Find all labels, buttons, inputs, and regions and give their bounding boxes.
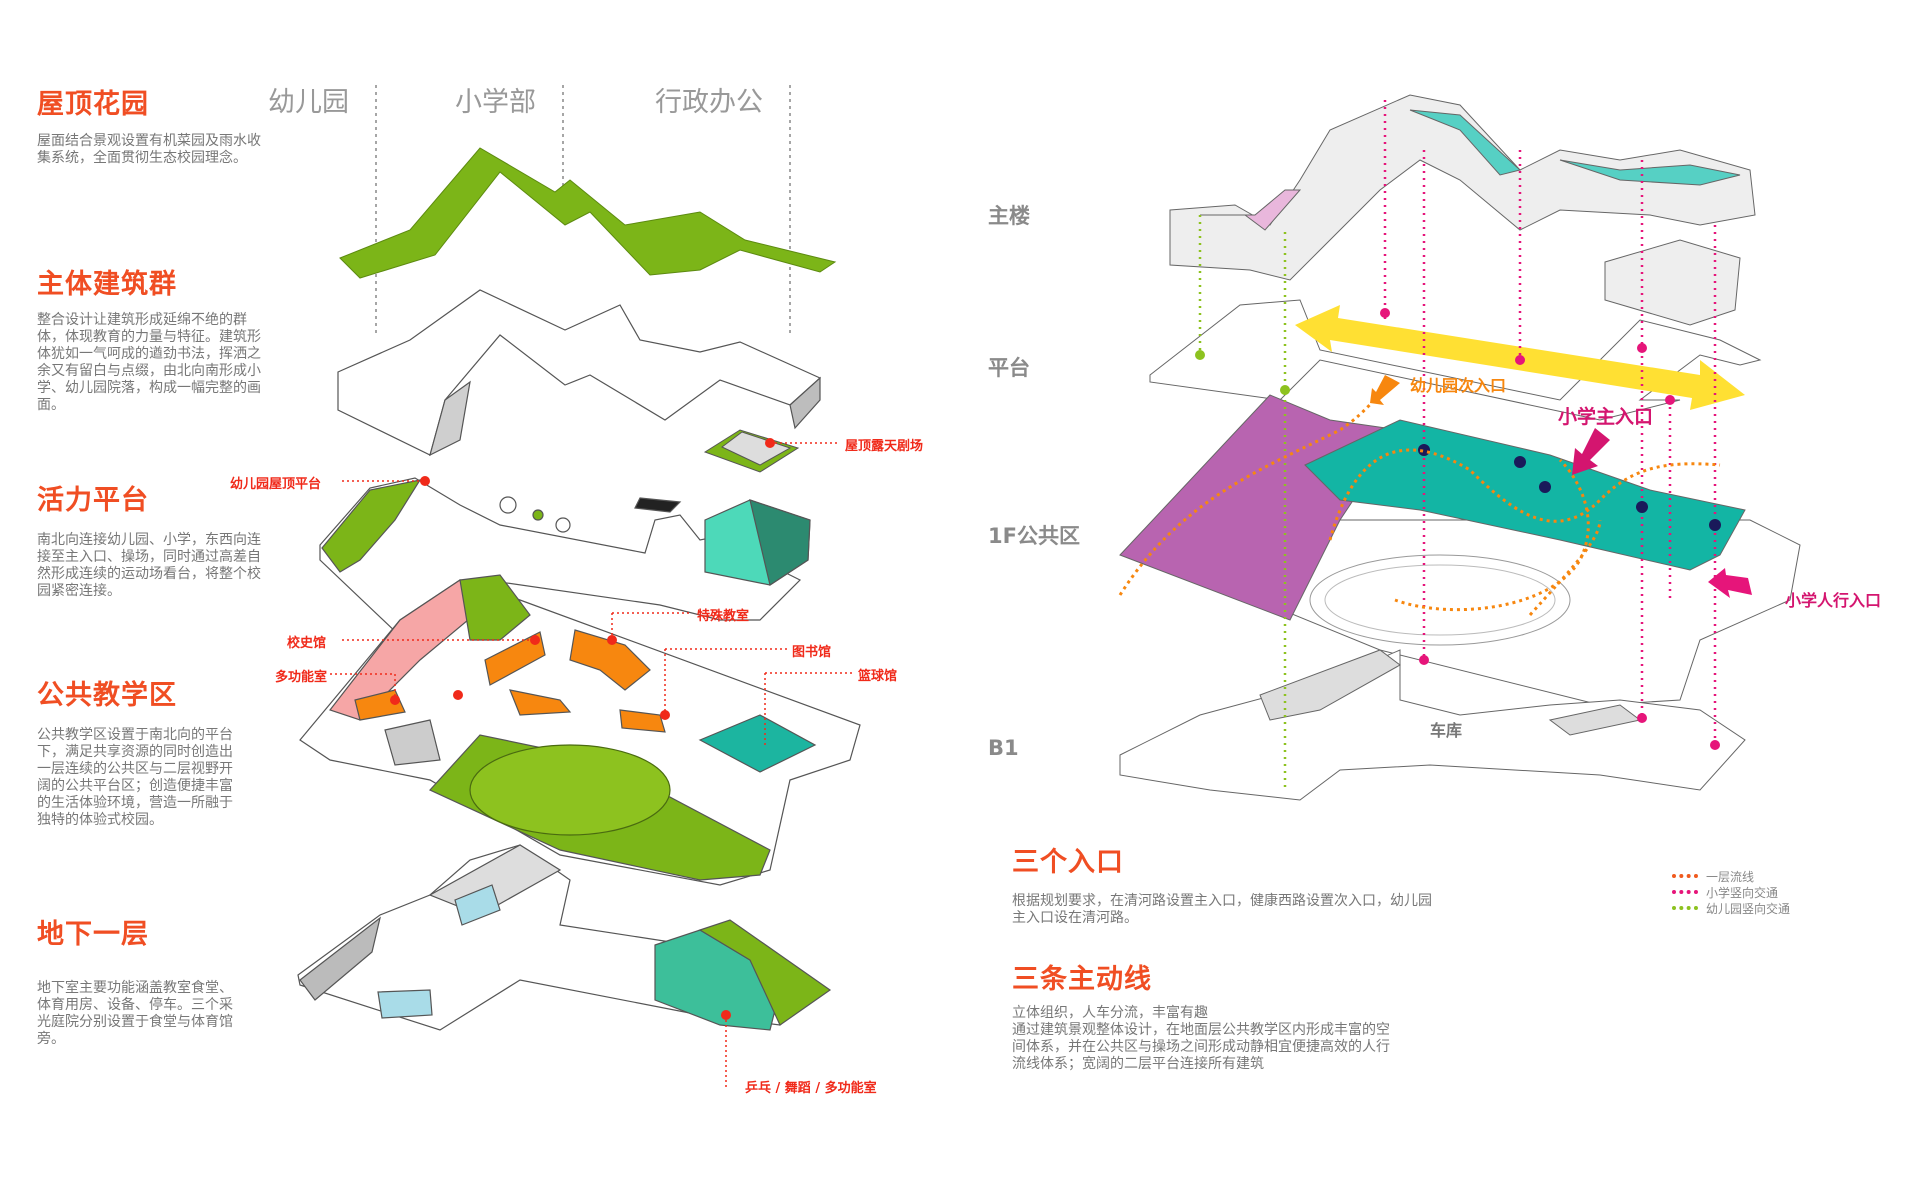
section-desc-active-platform: 南北向连接幼儿园、小学，东西向连接至主入口、操场，同时通过高差自然形成连续的运动… — [37, 532, 261, 599]
callout-school-history-hall: 校史馆 — [287, 636, 327, 651]
layer-label-platform: 平台 — [988, 356, 1030, 380]
callout-primary-main-entrance: 小学主入口 — [1558, 406, 1654, 428]
primary-pedestrian-entrance-arrow — [1708, 568, 1752, 598]
section-title-three-entrances: 三个入口 — [1012, 847, 1124, 878]
callout-primary-pedestrian-entrance: 小学人行入口 — [1785, 591, 1882, 610]
first-floor-flow-lines — [1118, 378, 1721, 616]
legend-label: 小学竖向交通 — [1706, 885, 1779, 900]
callout-library: 图书馆 — [792, 645, 832, 660]
legend-swatch-magenta — [1672, 890, 1698, 894]
callout-dot — [660, 710, 670, 720]
callout-basketball-hall: 篮球馆 — [858, 669, 898, 684]
section-title-three-flow-lines: 三条主动线 — [1012, 964, 1152, 995]
rooftop-garden-shape — [339, 147, 837, 279]
section-desc-three-entrances: 根据规划要求，在清河路设置主入口，健康西路设置次入口，幼儿园主入口设在清河路。 — [1012, 893, 1432, 926]
legend-item: 幼儿园竖向交通 — [1672, 900, 1790, 916]
layer-label-main-building: 主楼 — [988, 204, 1030, 228]
section-desc-public-teaching: 公共教学区设置于南北向的平台下，满足共享资源的同时创造出一层连续的公共区与二层视… — [37, 727, 233, 828]
main-building-mass — [337, 289, 822, 457]
section-title-active-platform: 活力平台 — [37, 485, 149, 516]
callout-dot — [765, 438, 775, 448]
callout-pingpong-dance: 乒乓 / 舞蹈 / 多功能室 — [745, 1081, 877, 1096]
legend-item: 一层流线 — [1672, 868, 1790, 884]
section-title-main-buildings: 主体建筑群 — [37, 269, 177, 300]
public-teaching-area — [299, 574, 861, 886]
callout-dot — [607, 635, 617, 645]
callout-rooftop-theater: 屋顶露天剧场 — [845, 439, 924, 454]
callout-dot — [721, 1010, 731, 1020]
legend: 一层流线 小学竖向交通 幼儿园竖向交通 — [1672, 868, 1790, 916]
column-header-kindergarten: 幼儿园 — [268, 87, 349, 118]
label-garage: 车库 — [1430, 721, 1463, 740]
section-desc-three-flow-lines: 立体组织，人车分流，丰富有趣 通过建筑景观整体设计，在地面层公共教学区内形成丰富… — [1012, 1005, 1390, 1072]
basement-level — [297, 844, 832, 1031]
legend-label: 一层流线 — [1706, 869, 1755, 884]
callout-dot — [420, 476, 430, 486]
section-desc-rooftop-garden: 屋面结合景观设置有机菜园及雨水收集系统，全面贯彻生态校园理念。 — [37, 133, 261, 166]
section-title-basement: 地下一层 — [37, 919, 149, 950]
legend-item: 小学竖向交通 — [1672, 884, 1790, 900]
layer-label-1f-public: 1F公共区 — [988, 524, 1080, 548]
callout-dot — [530, 635, 540, 645]
callout-dot — [453, 690, 463, 700]
b1-layer-right — [1119, 649, 1746, 801]
column-header-admin: 行政办公 — [655, 87, 763, 118]
column-header-primary: 小学部 — [455, 87, 536, 118]
callout-dot — [390, 695, 400, 705]
callout-multi-function-room: 多功能室 — [275, 670, 328, 685]
callout-kindergarten-roof-platform: 幼儿园屋顶平台 — [230, 477, 322, 492]
section-desc-basement: 地下室主要功能涵盖教室食堂、体育用房、设备、停车。三个采光庭院分别设置于食堂与体… — [37, 980, 233, 1047]
theater-seating — [721, 431, 792, 466]
legend-swatch-orange — [1672, 874, 1698, 878]
section-title-rooftop-garden: 屋顶花园 — [37, 89, 149, 120]
callout-kindergarten-secondary-entrance: 幼儿园次入口 — [1410, 376, 1507, 395]
legend-label: 幼儿园竖向交通 — [1706, 901, 1791, 916]
1f-public-zone — [1119, 394, 1801, 706]
section-desc-main-buildings: 整合设计让建筑形成延绵不绝的群体，体现教育的力量与特征。建筑形体犹如一气呵成的遒… — [37, 312, 261, 413]
primary-main-entrance-arrow — [1572, 428, 1610, 475]
main-building-right — [1169, 94, 1756, 326]
section-title-public-teaching: 公共教学区 — [37, 680, 177, 711]
kindergarten-secondary-entrance-arrow — [1370, 375, 1400, 405]
layer-label-b1: B1 — [988, 736, 1019, 760]
callout-special-classroom: 特殊教室 — [697, 609, 750, 624]
legend-swatch-green — [1672, 906, 1698, 910]
